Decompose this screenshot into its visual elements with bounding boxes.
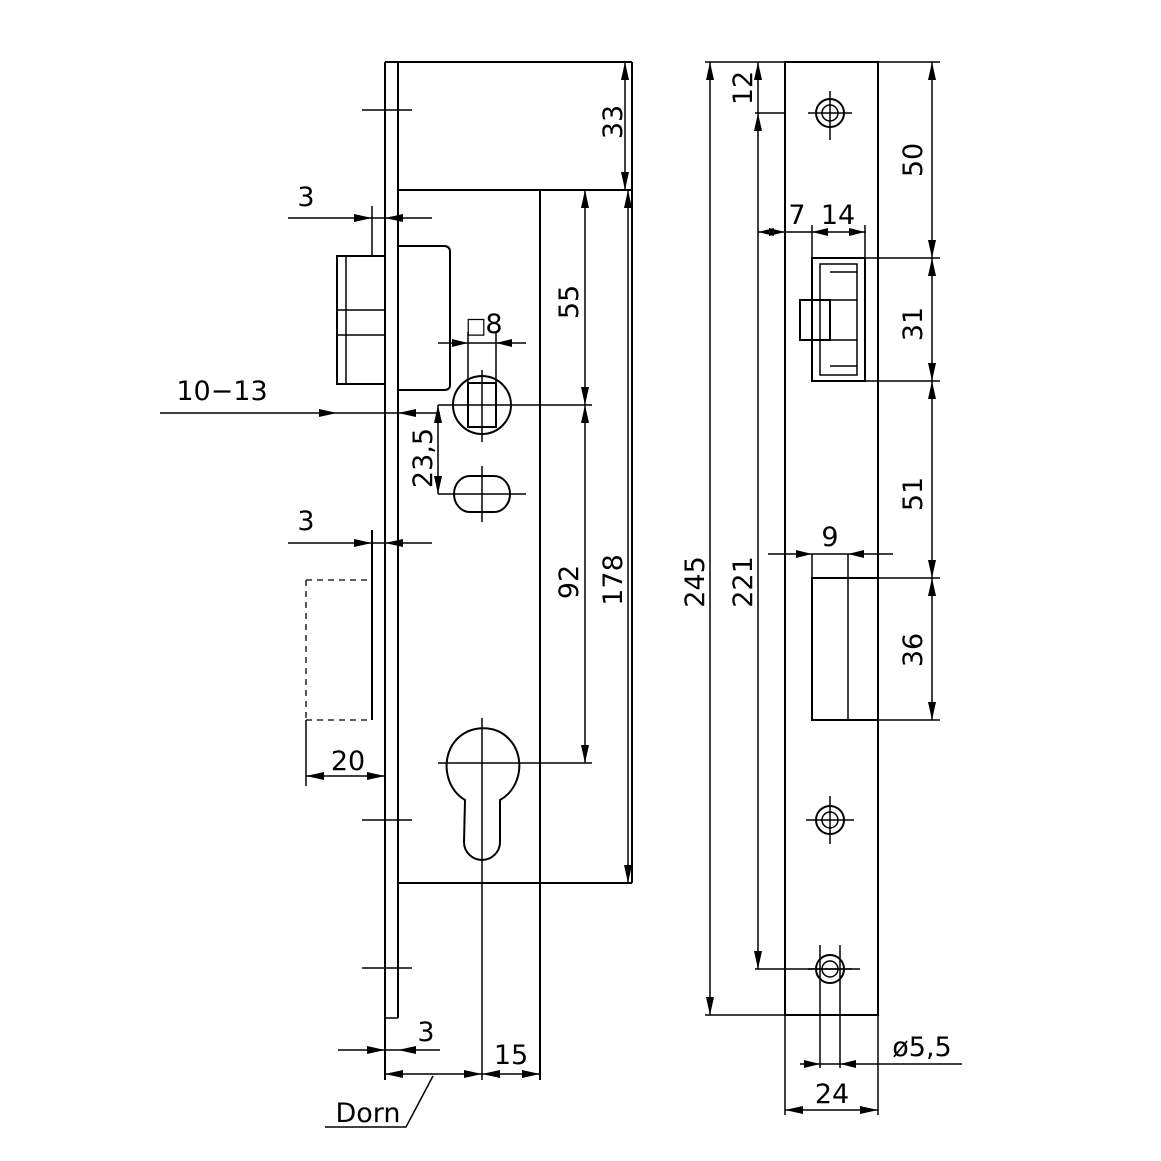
dim-15-arrow-right: [522, 1070, 540, 1078]
latch-inner-frame: [819, 263, 858, 376]
dim-221-label: 221: [728, 556, 759, 608]
dim-23-5-arrow-bottom: [434, 476, 442, 494]
dim-55-label: 55: [554, 285, 585, 319]
dim-3-bottom-label: 3: [417, 1017, 434, 1048]
dim-3-bottom-arrow-left: [367, 1046, 385, 1054]
dim-92-arrow-bottom: [581, 745, 589, 763]
dorn-label: Dorn: [335, 1098, 400, 1129]
dim-dorn-arrow-right: [464, 1070, 482, 1078]
front-view: 245 221 12 50 31 51 36: [680, 61, 962, 1115]
dim-33-label: 33: [598, 105, 629, 139]
dim-7-label: 7: [788, 200, 805, 231]
dim-31-arrow-bottom: [928, 363, 936, 381]
side-view: 33 178 55 92 3 □ 8 10−13: [160, 61, 633, 1129]
dim-178-arrow-top: [624, 190, 632, 208]
dim-14-label: 14: [821, 200, 855, 231]
dim-92-arrow-top: [581, 405, 589, 423]
dim-7-arrow-right: [769, 228, 785, 236]
dim-36-arrow-top: [928, 578, 936, 596]
dim-9-arrow-right: [848, 550, 864, 558]
dim-92-label: 92: [554, 565, 585, 599]
dim-12-label: 12: [728, 71, 759, 105]
dorn-leader: [325, 1075, 434, 1128]
dim-door-label: 10−13: [176, 376, 267, 407]
dim-50-arrow-top: [928, 62, 936, 80]
latch-tongue: [336, 255, 386, 385]
dim-8-label: 8: [485, 309, 502, 340]
dim-door-arrow-right: [398, 409, 416, 417]
dim-3-mid-arrow-right: [385, 539, 403, 547]
dim-245-arrow-bottom: [706, 997, 714, 1015]
dim-55-arrow-bottom: [581, 387, 589, 405]
latch-body: [398, 245, 451, 391]
latch-opening: [811, 257, 866, 382]
dim-23-5-arrow-top: [434, 405, 442, 423]
dim-20-label: 20: [331, 746, 365, 777]
dim-3-top-arrow-right: [385, 214, 403, 222]
dim-50-label: 50: [898, 143, 929, 177]
dim-dorn-arrow-left: [385, 1070, 403, 1078]
dim-3-mid-label: 3: [297, 506, 314, 537]
dim-3-bottom-arrow-right: [398, 1046, 416, 1054]
dim-24-arrow-right: [860, 1106, 878, 1114]
dim-24-label: 24: [815, 1079, 849, 1110]
dim-14-arrow-left: [812, 228, 828, 236]
dim-3-mid-arrow-left: [354, 539, 372, 547]
bolt-opening: [811, 577, 879, 721]
dim-221-arrow-bottom: [754, 951, 762, 969]
dim-24-arrow-left: [785, 1106, 803, 1114]
dim-15-arrow-left: [482, 1070, 500, 1078]
dim-51-label: 51: [898, 477, 929, 511]
dim-3-top-label: 3: [297, 182, 314, 213]
dim-9-arrow-left: [796, 550, 812, 558]
dim-3-top-arrow-left: [354, 214, 372, 222]
dim-hole-dia-label: ø5,5: [892, 1032, 951, 1063]
dim-20-arrow-right: [367, 772, 385, 780]
dim-50-arrow-bottom: [928, 240, 936, 258]
dim-15-label: 15: [494, 1040, 528, 1071]
dim-31-label: 31: [898, 307, 929, 341]
dim-14-arrow-right: [849, 228, 865, 236]
dim-178-label: 178: [598, 554, 629, 606]
dim-51-arrow-bottom: [928, 560, 936, 578]
second-hole: [453, 475, 511, 513]
latch-roller: [799, 299, 831, 341]
dim-245-label: 245: [680, 556, 711, 608]
dim-36-arrow-bottom: [928, 702, 936, 720]
dim-door-arrow-left: [319, 409, 337, 417]
dim-245-arrow-top: [706, 62, 714, 80]
dim-55-arrow-top: [581, 190, 589, 208]
dim-8-symbol: □: [466, 314, 487, 339]
dim-9-label: 9: [821, 522, 838, 553]
dim-23-5-label: 23,5: [408, 428, 439, 488]
dim-33-arrow-bottom: [621, 172, 629, 190]
cylinder-profile: [445, 727, 521, 861]
dim-51-arrow-top: [928, 381, 936, 399]
dim-hole-dia-arrow-right: [840, 1060, 856, 1068]
dim-178-arrow-bottom: [624, 865, 632, 883]
dim-20-arrow-left: [306, 772, 324, 780]
dim-8-arrow-left: [452, 339, 468, 347]
dim-12-arrow-top: [754, 62, 762, 80]
dim-31-arrow-top: [928, 258, 936, 276]
dim-8-arrow-right: [496, 339, 512, 347]
dim-221-arrow-top: [754, 113, 762, 131]
dim-36-label: 36: [898, 633, 929, 667]
dim-hole-dia-arrow-left: [804, 1060, 820, 1068]
dim-33-arrow-top: [621, 62, 629, 80]
